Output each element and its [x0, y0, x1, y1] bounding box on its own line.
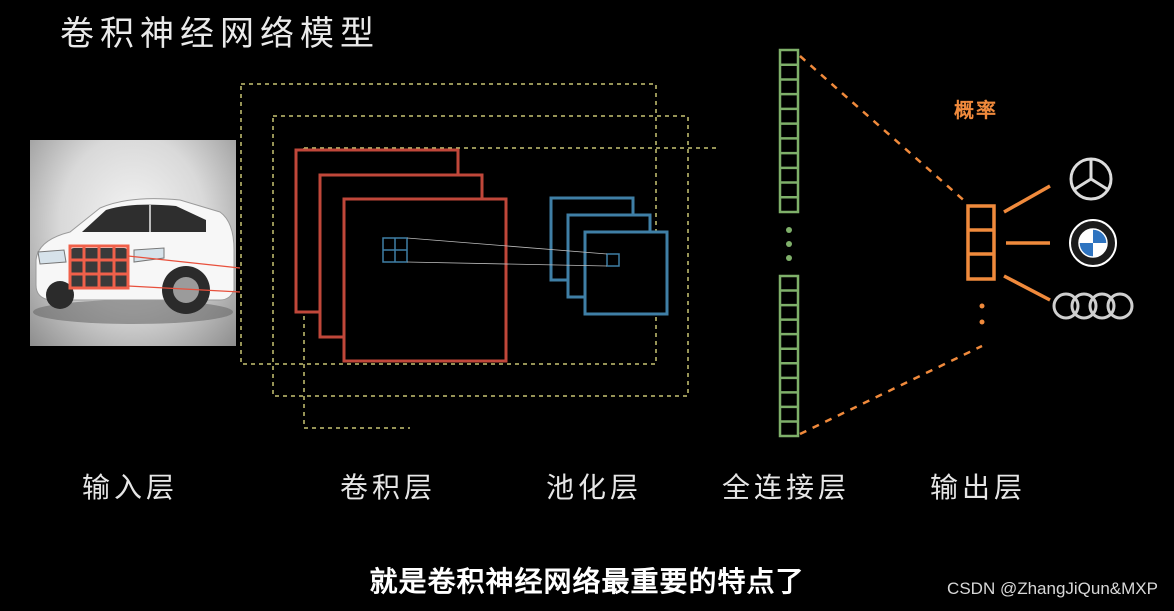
branch-mercedes [1003, 184, 1051, 214]
fc-column-top [778, 48, 800, 214]
output-column [966, 204, 996, 281]
car-illustration [33, 198, 235, 324]
out-dot-1 [979, 303, 985, 309]
output-ellipsis-dots [979, 303, 985, 325]
fc-to-output-dashed [799, 55, 983, 436]
video-subtitle: 就是卷积神经网络最重要的特点了 [369, 565, 805, 598]
dashed-connection-bottom [799, 344, 983, 436]
fc-dot-1 [786, 227, 792, 233]
kernel-pool-line-1 [406, 237, 608, 255]
input-car-image [30, 140, 236, 346]
filter-projection-lines [127, 255, 241, 293]
kernel-pool-line-2 [406, 261, 608, 267]
label-input-layer: 输入层 [82, 471, 179, 504]
projection-line-1 [127, 255, 241, 269]
label-output-layer: 输出层 [930, 471, 1027, 504]
mercedes-logo-icon [1069, 157, 1113, 201]
fc-top-outer [778, 48, 800, 214]
pool-feature-maps [549, 196, 669, 316]
dashed-box-2 [272, 115, 689, 397]
label-fc-layer: 全连接层 [722, 471, 851, 504]
fc-dot-3 [786, 255, 792, 261]
label-conv-layer: 卷积层 [340, 471, 437, 504]
conv-kernel-window [382, 237, 408, 263]
conv-feature-maps [294, 148, 508, 363]
probability-label: 概率 [954, 98, 998, 122]
label-pool-layer: 池化层 [546, 471, 643, 504]
kernel-to-pool-lines [406, 237, 608, 267]
branch-audi [1003, 274, 1051, 302]
out-dot-2 [979, 319, 985, 325]
slide-title: 卷积神经网络模型 [60, 14, 380, 54]
pool-unit [606, 253, 620, 267]
output-outer [966, 204, 996, 281]
conv-map-3 [342, 197, 508, 363]
fc-bottom-outer [778, 274, 800, 438]
dashed-connection-top [799, 55, 969, 205]
filter-grid-overlay [68, 244, 130, 290]
bmw-logo-icon [1069, 219, 1117, 267]
fc-dot-2 [786, 241, 792, 247]
output-branches [1003, 184, 1051, 302]
fc-column-bottom [778, 274, 800, 438]
fc-ellipsis-dots [786, 227, 792, 261]
pool-map-3 [583, 230, 669, 316]
audi-logo-icon [1052, 292, 1134, 320]
projection-line-2 [127, 285, 241, 293]
csdn-watermark: CSDN @ZhangJiQun&MXP [947, 579, 1158, 598]
dashed-box-1 [240, 83, 657, 365]
